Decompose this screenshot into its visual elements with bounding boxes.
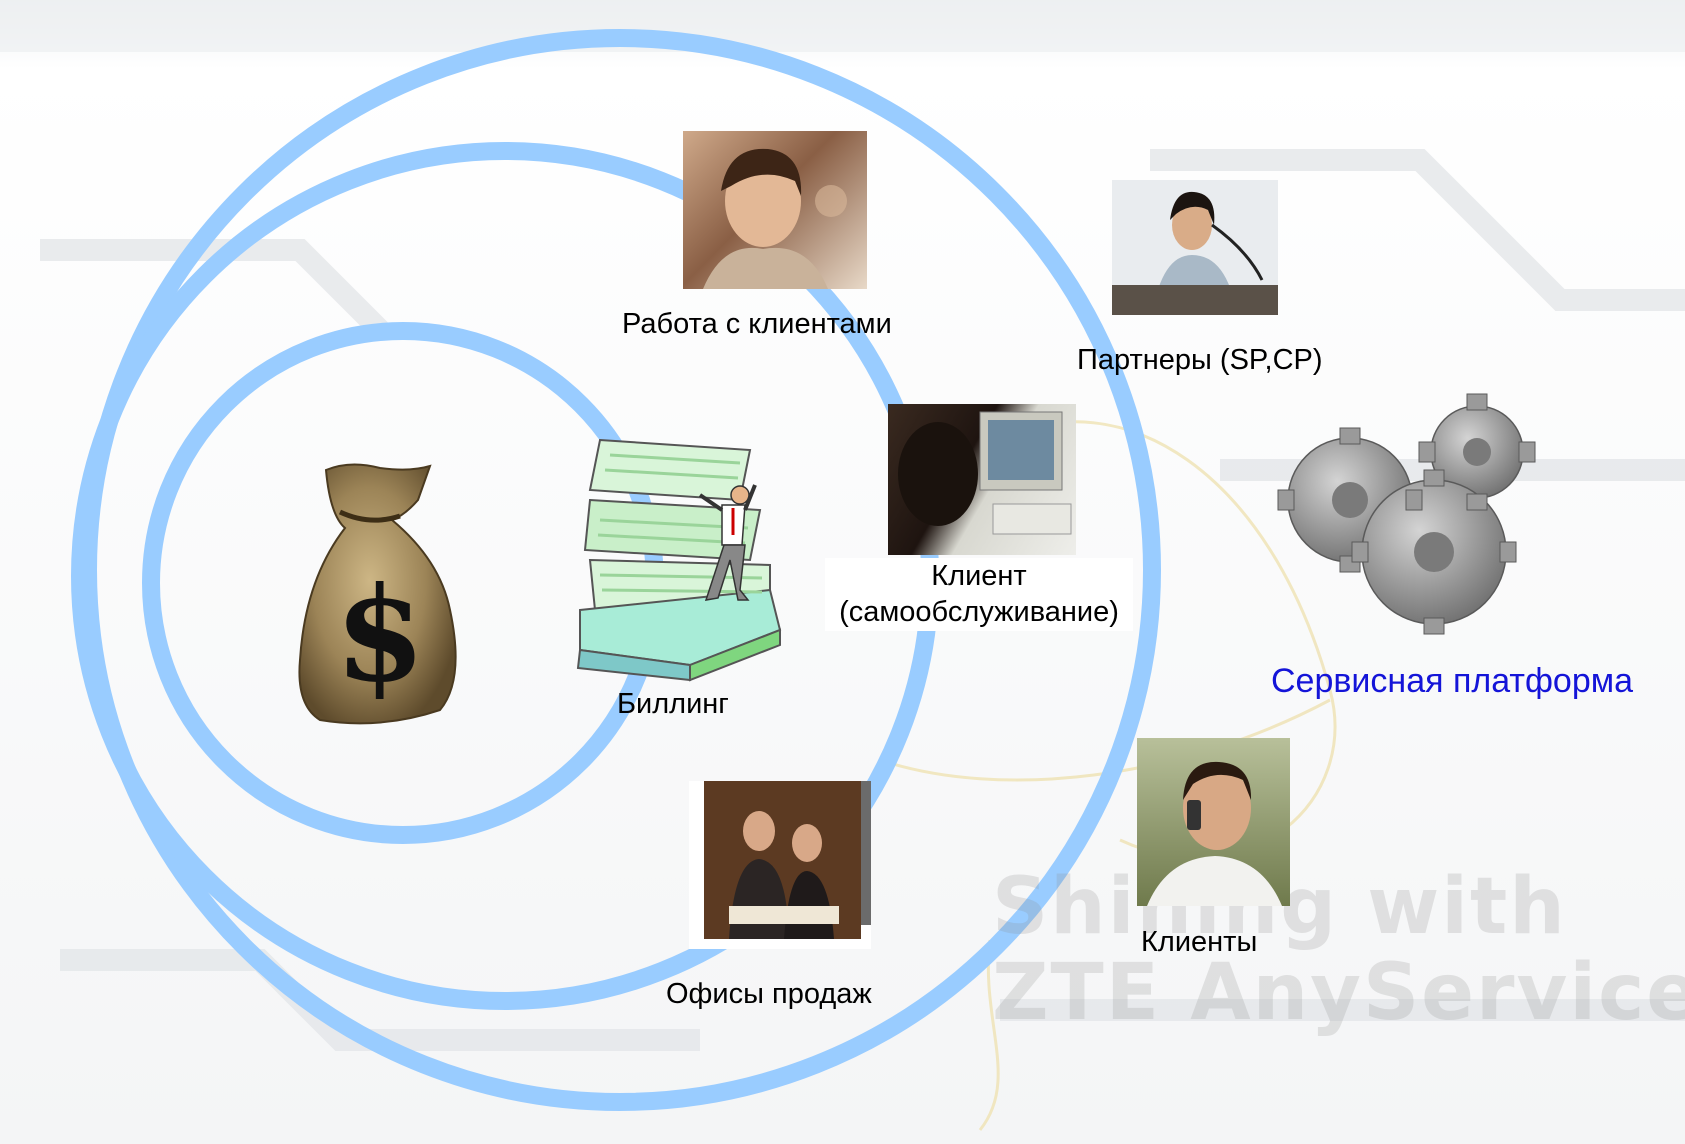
sales-offices-photo: [689, 781, 871, 949]
self-service-label-line1: Клиент: [931, 560, 1027, 592]
self-service-label-line2: (самообслуживание): [839, 596, 1119, 629]
sales-offices-label: Офисы продаж: [666, 978, 872, 1010]
watermark-line2: ZTE AnyService: [992, 948, 1685, 1038]
customer-service-label: Работа с клиентами: [622, 308, 892, 340]
clients-label: Клиенты: [1141, 926, 1258, 958]
partners-photo: [1112, 180, 1278, 315]
service-platform-label: Сервисная платформа: [1271, 662, 1634, 700]
self-service-label: Клиент (самообслуживание): [825, 558, 1133, 631]
customer-service-photo: [683, 131, 867, 289]
self-service-photo: [888, 404, 1076, 555]
inner-ring: [142, 322, 664, 844]
clients-photo: [1137, 738, 1290, 906]
billing-label: Биллинг: [617, 688, 729, 720]
partners-label: Партнеры (SP,CP): [1077, 344, 1323, 376]
